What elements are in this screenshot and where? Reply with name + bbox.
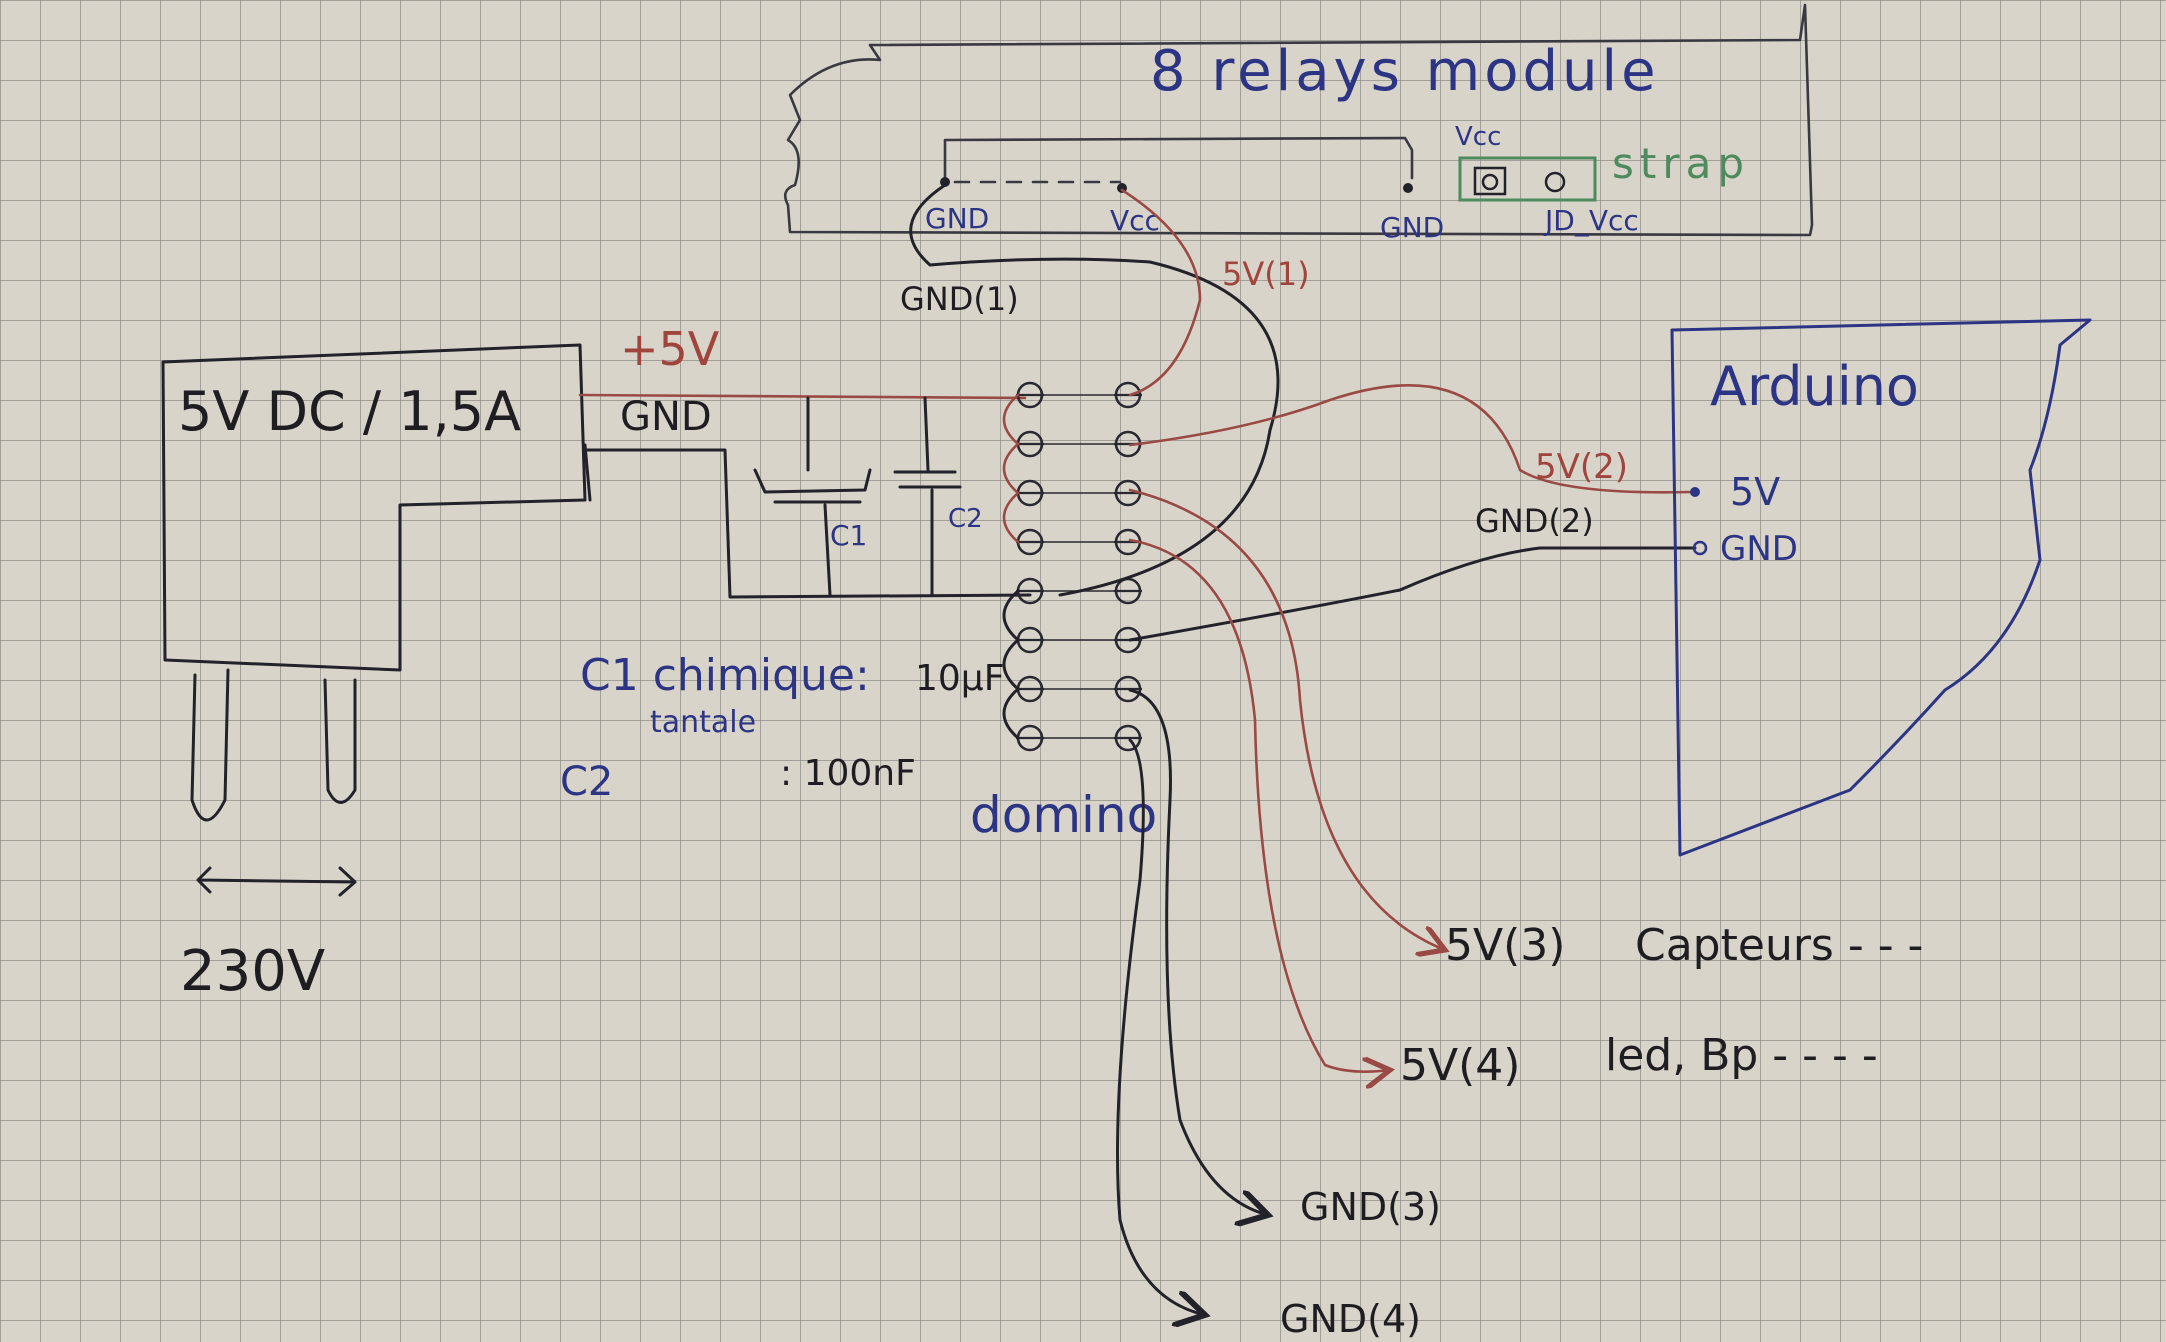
5v2-label: 5V(2) [1535,447,1628,487]
supply-plus-wire [578,393,1027,400]
domino-label: domino [970,786,1157,844]
gnd-label: GND [620,394,712,440]
wire-gnd3 [1128,688,1268,1215]
relay-gnd-pin [940,177,950,187]
wire-gnd1 [909,183,1280,597]
capteurs-note: Capteurs - - - [1635,920,1923,971]
arduino-5v-pin [1690,487,1700,497]
double-arrow-icon [196,866,357,897]
domino-jumper-loop [1002,687,1020,740]
strap-jumper [1458,156,1597,202]
ac-voltage-label: 230V [180,939,325,1004]
domino-jumper-loop [1002,491,1020,544]
power-supply: 5V DC / 1,5A +5V GND 230V [161,322,720,1004]
wire-gnd4 [1116,738,1206,1315]
relay-gnd-right-label: GND [1380,211,1444,244]
capacitor-c1: C1 [753,396,872,597]
gnd3-label: GND(3) [1300,1185,1441,1229]
plus5v-label: +5V [620,322,720,376]
relay-gnd-left-label: GND [925,202,989,235]
domino-jumper-loop [1002,442,1020,495]
arduino-5v-label: 5V [1730,470,1780,514]
wire-5v2 [1128,383,1692,494]
domino-jumper-loop [1002,589,1020,642]
arduino-gnd-pin [1692,540,1708,556]
led-bp-note: led, Bp - - - - [1605,1030,1878,1081]
supply-gnd-wire [583,448,1032,599]
5v1-label: 5V(1) [1222,255,1310,293]
c1-value-note: 10µF [915,658,1004,699]
5v3-label: 5V(3) [1445,920,1565,971]
power-supply-label: 5V DC / 1,5A [178,380,521,443]
c2-value-note: : 100nF [780,753,916,794]
relay-vcc-top-label: Vcc [1455,122,1501,152]
c2-name-note: C2 [560,759,613,805]
domino-jumper-loop [1002,393,1020,446]
arduino-title: Arduino [1710,355,1919,418]
strap-label: strap [1612,139,1750,188]
capacitor-c2: C2 [893,396,983,597]
gnd2-label: GND(2) [1475,502,1594,540]
wire-gnd2 [1128,546,1697,642]
relay-gnd-right-pin [1403,183,1413,193]
jd-vcc-label: JD_Vcc [1543,204,1639,237]
gnd4-label: GND(4) [1280,1297,1421,1341]
c1-tantale-note: tantale [650,705,756,740]
relay-module: 8 relays module GND Vcc GND Vcc strap JD… [783,3,1814,244]
gnd1-label: GND(1) [900,280,1019,318]
c2-label: C2 [948,504,983,534]
arduino-gnd-label: GND [1720,529,1798,569]
c1-label: C1 [830,519,867,552]
relay-module-title: 8 relays module [1150,39,1660,104]
arduino-board: Arduino 5V GND [1670,318,2092,857]
domino-jumper-loop [1002,638,1020,691]
wire-5v3 [1128,488,1445,950]
wire-5v4 [1128,538,1390,1072]
relay-vcc-left-label: Vcc [1110,204,1160,237]
wire-5v1 [1120,188,1202,397]
5v4-label: 5V(4) [1400,1040,1520,1091]
c1-type-note: C1 chimique: [580,650,870,701]
